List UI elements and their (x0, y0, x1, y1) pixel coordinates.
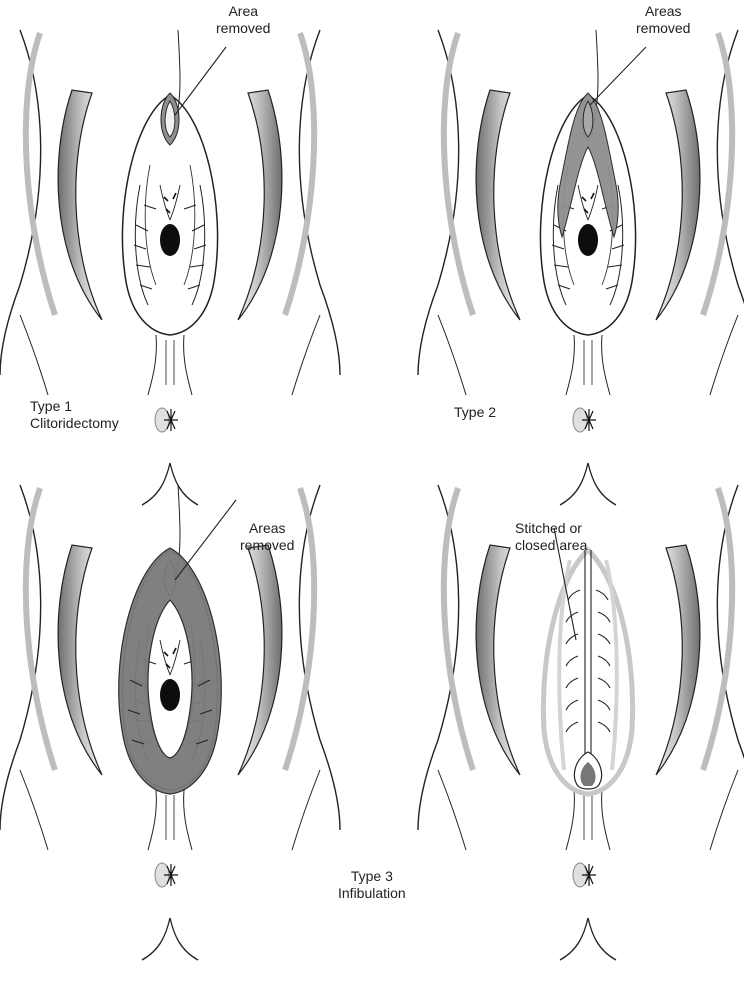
panel-type3-closed (418, 485, 744, 960)
type3-shared-caption: Type 3 Infibulation (338, 868, 406, 902)
type3-callout-label: Areas removed (240, 520, 294, 554)
panel-type2 (418, 30, 744, 505)
panel-type3 (0, 485, 340, 960)
type2-caption: Type 2 (454, 404, 496, 421)
type1-caption: Type 1 Clitoridectomy (30, 398, 119, 432)
type2-callout-label: Areas removed (636, 3, 690, 37)
type3-closed-callout-label: Stitched or closed area (515, 520, 587, 554)
type1-callout-label: Area removed (216, 3, 270, 37)
type1-callout-line (175, 47, 226, 115)
panel-type1 (0, 30, 340, 505)
type3-callout-line (175, 500, 236, 580)
